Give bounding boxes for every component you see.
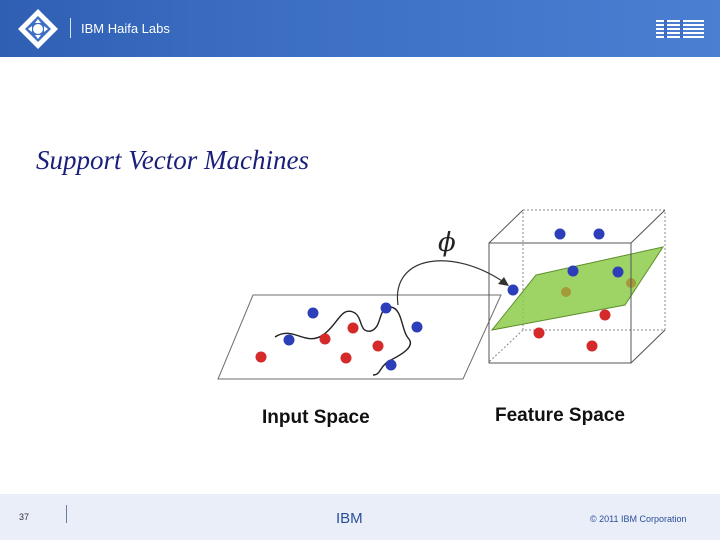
input-space-label: Input Space	[262, 407, 370, 428]
header-divider	[70, 18, 71, 38]
red-dot	[599, 309, 611, 321]
blue-dot	[307, 307, 319, 319]
phi-label: ϕ	[438, 228, 456, 258]
slide-title: Support Vector Machines	[36, 145, 309, 175]
slide-header: IBM Haifa Labs	[0, 0, 720, 57]
blue-dot	[612, 266, 624, 278]
arrowhead-icon	[498, 277, 509, 286]
blue-dot	[385, 359, 397, 371]
mapping-arrow	[396, 260, 506, 306]
input-dots	[255, 302, 423, 371]
blue-dot	[411, 321, 423, 333]
svm-kernel-diagram: ϕ Input Space Feature Space	[217, 209, 666, 428]
red-dot	[255, 351, 267, 363]
blue-dot	[380, 302, 392, 314]
blue-dot	[554, 228, 566, 240]
red-dot	[533, 327, 545, 339]
red-dot	[372, 340, 384, 352]
input-space-plane	[217, 294, 502, 380]
footer-divider	[66, 505, 67, 523]
red-dot	[340, 352, 352, 364]
header-title: IBM Haifa Labs	[81, 21, 170, 36]
ibm-logo-icon	[656, 20, 704, 38]
olive-dot	[561, 287, 571, 297]
feature-space-label: Feature Space	[495, 405, 625, 426]
red-dot	[586, 340, 598, 352]
slide-footer: 37 IBM © 2011 IBM Corporation	[0, 494, 720, 540]
blue-dot	[283, 334, 295, 346]
red-dot	[319, 333, 331, 345]
page-number: 37	[19, 512, 30, 522]
blue-dot	[507, 284, 519, 296]
footer-brand: IBM	[336, 510, 363, 527]
ibm-research-emblem-icon	[18, 9, 58, 49]
blue-dot	[567, 265, 579, 277]
blue-dot	[593, 228, 605, 240]
red-dot	[347, 322, 359, 334]
copyright-notice: © 2011 IBM Corporation	[590, 514, 687, 524]
